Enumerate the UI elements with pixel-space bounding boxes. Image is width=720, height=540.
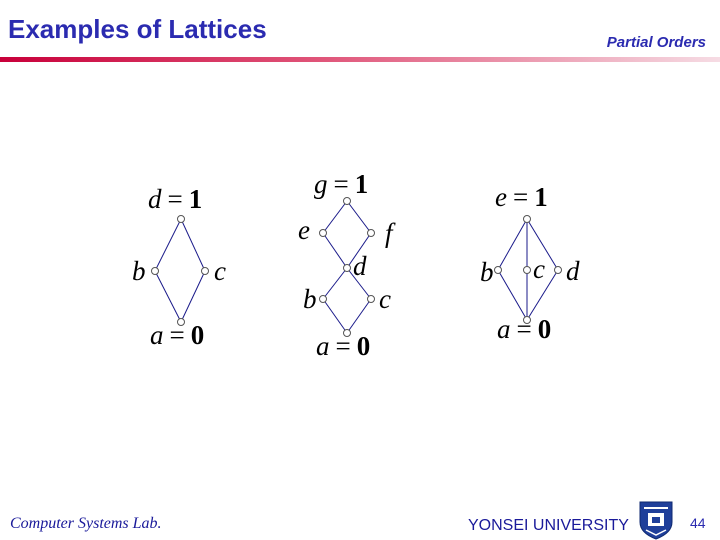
lattice-1-node-c (201, 267, 209, 275)
lattice-2-node-bottom (343, 329, 351, 337)
lattice-1-edges (154, 218, 206, 323)
lattice-3-edges (497, 218, 559, 321)
lattice-1-label-b: b (132, 256, 146, 286)
lattice-2-label-e: e (298, 215, 310, 245)
lattice-2-label-d: d (353, 251, 367, 281)
lattice-3-label-b: b (480, 257, 494, 287)
lattice-2-label-b: b (303, 284, 317, 314)
footer-university: YONSEI UNIVERSITY (468, 517, 629, 534)
lattice-2-label-c: c (379, 284, 391, 314)
lattice-1-node-bottom (177, 318, 185, 326)
lattice-3-label-c: c (533, 254, 545, 284)
university-shield-logo (639, 501, 673, 540)
lattice-2-top-label: g=1 (314, 169, 368, 199)
lattice-3-top-label: e=1 (495, 182, 548, 212)
lattice-2-label-f: f (385, 218, 396, 248)
lattice-3-label-d: d (566, 256, 580, 286)
lattice-2-bottom-label: a=0 (316, 331, 370, 361)
lattice-2-node-e (319, 229, 327, 237)
lattice-3-node-bottom (523, 316, 531, 324)
lattice-2-node-c (367, 295, 375, 303)
lattice-2-node-d (343, 264, 351, 272)
lattice-3-node-d (554, 266, 562, 274)
lattice-1-label-c: c (214, 256, 226, 286)
section-label: Partial Orders (606, 34, 706, 51)
footer-lab-name: Computer Systems Lab. (10, 515, 162, 532)
lattice-3-bottom-label: a=0 (497, 314, 551, 344)
lattice-3-node-top (523, 215, 531, 223)
lattice-1-node-top (177, 215, 185, 223)
page-number: 44 (690, 515, 706, 531)
lattice-2-node-top (343, 197, 351, 205)
lattice-3-node-b (494, 266, 502, 274)
lattice-1-top-label: d=1 (148, 184, 202, 214)
lattice-3-node-c (523, 266, 531, 274)
lattice-2-node-f (367, 229, 375, 237)
lattice-2-edges (322, 200, 372, 334)
header-divider (0, 57, 720, 62)
lattice-1-node-b (151, 267, 159, 275)
slide-title: Examples of Lattices (8, 14, 267, 44)
lattice-1-bottom-label: a=0 (150, 320, 204, 350)
lattice-2-node-b (319, 295, 327, 303)
